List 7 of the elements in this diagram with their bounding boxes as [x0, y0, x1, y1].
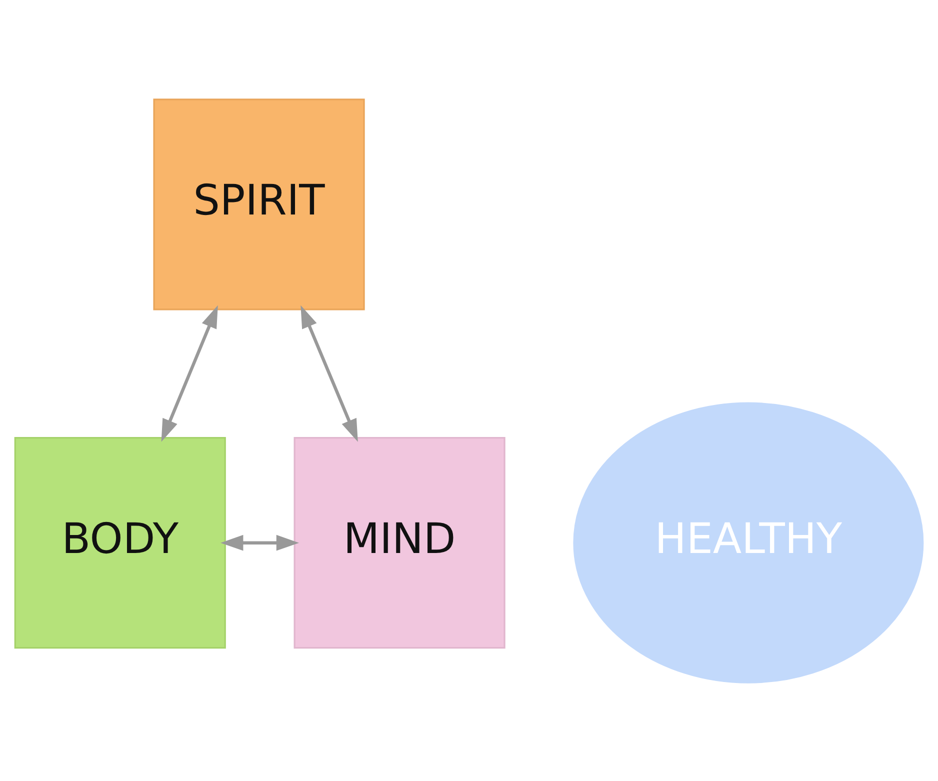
arrow [220, 534, 300, 550]
arrow [300, 304, 358, 442]
arrow [161, 304, 218, 442]
node-box: BODY [14, 436, 226, 648]
node-box: MIND [294, 436, 506, 648]
node-ellipse: HEALTHY [573, 402, 924, 683]
node-box: SPIRIT [153, 98, 365, 310]
